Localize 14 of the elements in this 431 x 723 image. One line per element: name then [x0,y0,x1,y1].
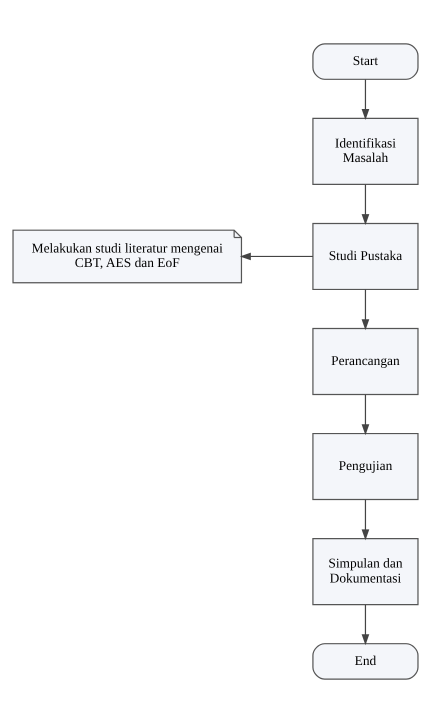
arrow [362,80,370,120]
arrow [362,604,370,646]
node-box: Start [312,43,419,80]
arrow [362,500,370,540]
node-box: End [312,643,419,680]
arrow [362,290,370,330]
node-box: Perancangan [312,328,419,396]
arrow [362,184,370,226]
node-box: Pengujian [312,432,419,500]
node-box: Studi Pustaka [312,222,419,290]
arrow [362,394,370,436]
node-box: Simpulan dan Dokumentasi [312,538,419,606]
arrow [240,252,313,260]
node-box: Identifikasi Masalah [312,118,419,185]
